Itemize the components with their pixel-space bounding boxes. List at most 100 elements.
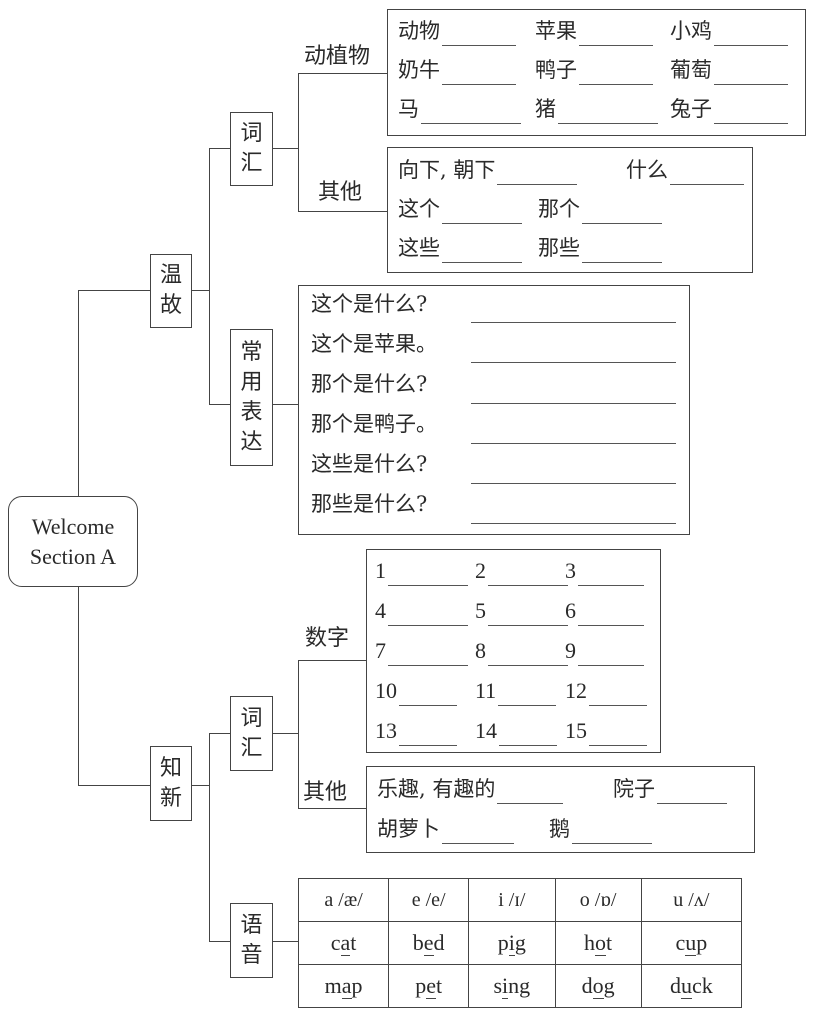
answer-blank[interactable] — [388, 561, 468, 586]
number-item: 5 — [475, 596, 568, 626]
answer-blank[interactable] — [714, 60, 788, 85]
new-label-char: 知 — [159, 755, 182, 781]
vocab-item: 小鸡 — [670, 14, 788, 46]
answer-blank[interactable] — [442, 238, 522, 263]
answer-blank[interactable] — [471, 362, 676, 363]
answer-blank[interactable] — [488, 561, 568, 586]
root-node: Welcome Section A — [8, 496, 138, 587]
answer-blank[interactable] — [471, 523, 676, 524]
answer-blank[interactable] — [421, 99, 521, 124]
highlighted-vowel: o — [592, 973, 604, 999]
vocab-word: 乐趣, 有趣的 — [377, 777, 496, 801]
answer-blank[interactable] — [471, 483, 676, 484]
new-vocab-node: 词 汇 — [230, 696, 273, 771]
number-label: 8 — [475, 638, 486, 663]
number-item: 7 — [375, 636, 468, 666]
highlighted-vowel: a — [340, 930, 351, 956]
connector-new-vocab — [209, 733, 230, 734]
vocab-item: 马 — [398, 92, 521, 124]
answer-blank[interactable] — [488, 641, 568, 666]
vocab-word: 院子 — [613, 777, 655, 801]
answer-blank[interactable] — [657, 779, 727, 804]
vocab-row: 动物 苹果 小鸡 — [398, 14, 797, 46]
answer-blank[interactable] — [582, 238, 662, 263]
phonics-label-char: 语 — [240, 912, 263, 938]
phonics-header-cell: e /e/ — [388, 878, 470, 922]
answer-blank[interactable] — [578, 641, 644, 666]
new-vocab-branch-line — [298, 660, 299, 809]
word-part: c — [330, 930, 341, 955]
word-part: p — [415, 973, 427, 998]
number-label: 2 — [475, 558, 486, 583]
highlighted-vowel: a — [341, 973, 352, 999]
word-part: ng — [508, 973, 531, 998]
word-part: p — [497, 930, 509, 955]
vocab-branch-line — [298, 73, 299, 212]
highlighted-vowel: u — [685, 930, 697, 956]
vocab-row: 乐趣, 有趣的 院子 — [377, 772, 746, 804]
vocab-row: 这些 那些 — [398, 231, 744, 263]
expressions-label-char: 用 — [240, 369, 263, 395]
answer-blank[interactable] — [388, 601, 468, 626]
review-other-label: 其他 — [318, 180, 363, 205]
vocab-item: 猪 — [535, 92, 658, 124]
answer-blank[interactable] — [442, 199, 522, 224]
answer-blank[interactable] — [471, 322, 676, 323]
number-item: 6 — [565, 596, 644, 626]
expressions-node: 常 用 表 达 — [230, 329, 273, 466]
answer-blank[interactable] — [497, 779, 564, 804]
answer-blank[interactable] — [471, 443, 676, 444]
expression-text: 那个是鸭子。 — [311, 412, 437, 436]
answer-blank[interactable] — [714, 21, 788, 46]
answer-blank[interactable] — [670, 160, 744, 185]
answer-blank[interactable] — [589, 681, 647, 706]
number-label: 6 — [565, 598, 576, 623]
word-part: h — [584, 930, 596, 955]
vocab-word: 小鸡 — [670, 19, 712, 43]
answer-blank[interactable] — [388, 641, 468, 666]
connector-phonics-out — [273, 941, 298, 942]
answer-blank[interactable] — [578, 561, 644, 586]
number-item: 15 — [565, 716, 647, 746]
answer-blank[interactable] — [572, 819, 652, 844]
answer-blank[interactable] — [471, 403, 676, 404]
vocab-item: 鸭子 — [535, 53, 653, 85]
number-label: 13 — [375, 718, 397, 743]
number-label: 9 — [565, 638, 576, 663]
answer-blank[interactable] — [714, 99, 788, 124]
answer-blank[interactable] — [498, 681, 557, 706]
answer-blank[interactable] — [442, 60, 516, 85]
root-trunk-line-lower — [78, 587, 79, 786]
answer-blank[interactable] — [579, 21, 653, 46]
answer-blank[interactable] — [579, 60, 653, 85]
answer-blank[interactable] — [589, 721, 647, 746]
root-trunk-line — [78, 290, 79, 496]
phonics-word-cell: map — [297, 964, 390, 1008]
phonics-word-cell: dog — [554, 964, 642, 1008]
answer-blank[interactable] — [399, 681, 457, 706]
answer-blank[interactable] — [497, 160, 578, 185]
answer-blank[interactable] — [578, 601, 644, 626]
answer-blank[interactable] — [399, 721, 457, 746]
answer-blank[interactable] — [442, 21, 516, 46]
number-label: 7 — [375, 638, 386, 663]
vocab-row: 奶牛 鸭子 葡萄 — [398, 53, 797, 85]
answer-blank[interactable] — [442, 819, 514, 844]
review-label-char: 故 — [159, 293, 182, 318]
review-branch-line — [209, 148, 210, 405]
answer-blank[interactable] — [558, 99, 658, 124]
vocab-word: 奶牛 — [398, 58, 440, 82]
review-other-box: 向下, 朝下 什么 这个 那个 这些 那些 — [387, 147, 753, 273]
root-title-line1: Welcome — [31, 513, 115, 539]
answer-blank[interactable] — [582, 199, 662, 224]
highlighted-vowel: o — [595, 930, 607, 956]
vocab-row: 这个 那个 — [398, 192, 744, 224]
word-part: m — [324, 973, 342, 998]
answer-blank[interactable] — [499, 721, 557, 746]
answer-blank[interactable] — [488, 601, 568, 626]
vocab-word: 鹅 — [549, 817, 570, 841]
vocab-word: 这些 — [398, 236, 440, 260]
expression-text: 那个是什么? — [311, 372, 428, 396]
vocab-word: 鸭子 — [535, 58, 577, 82]
